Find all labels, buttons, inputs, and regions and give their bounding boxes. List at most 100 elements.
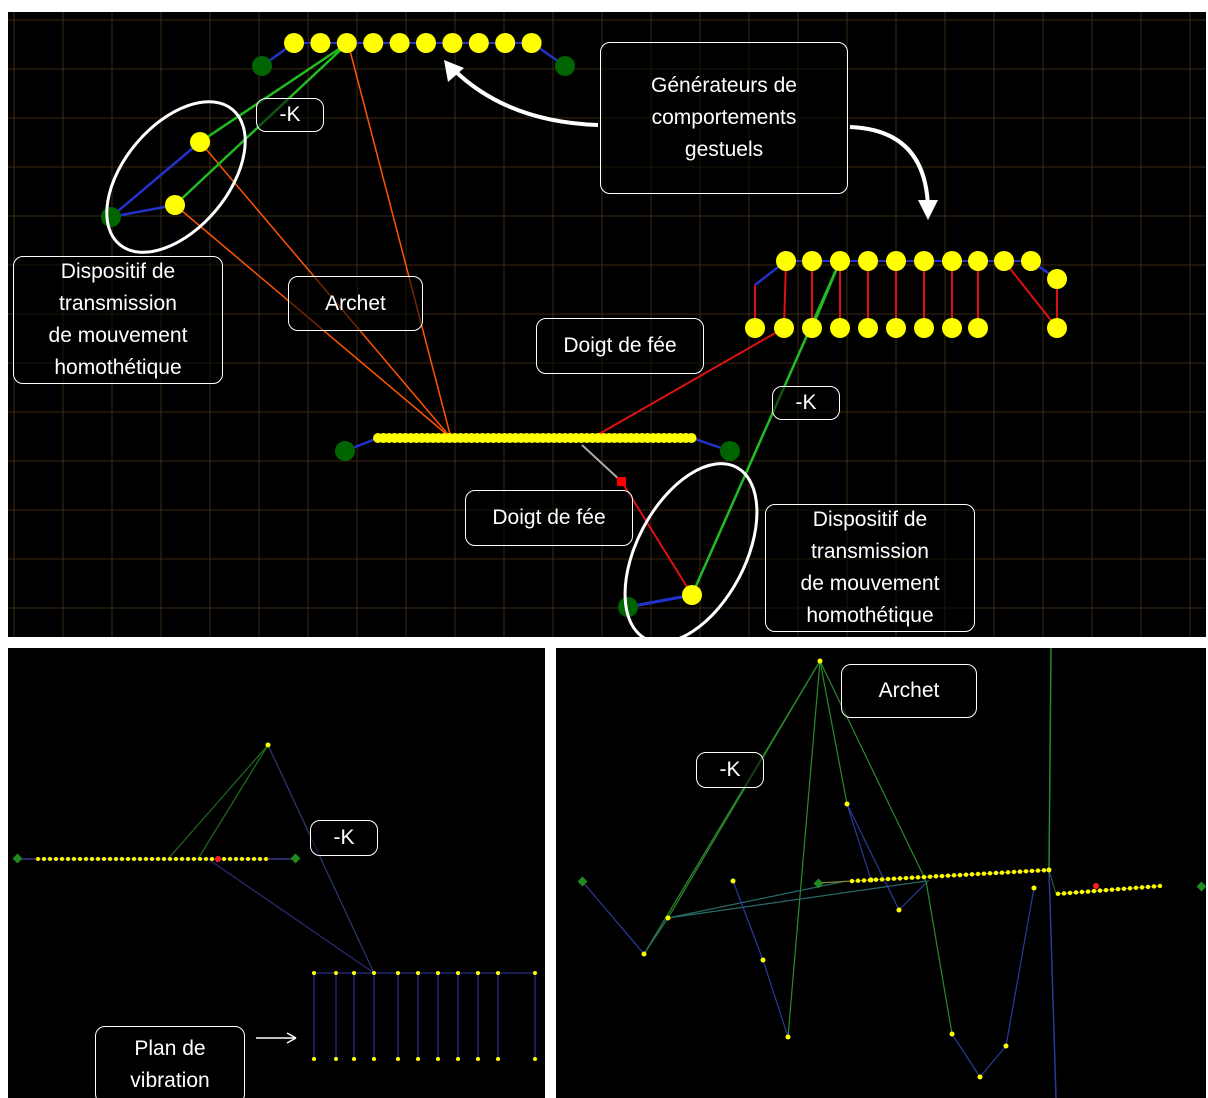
fixed-point [290, 853, 301, 864]
generator-mass [942, 318, 962, 338]
string-mass [54, 857, 58, 861]
string-mass [1145, 884, 1151, 890]
string-mass [1035, 868, 1041, 873]
label-generateurs: Générateurs de comportements gestuels [600, 42, 848, 194]
mass-point [665, 915, 671, 921]
mass-layer [101, 33, 1067, 617]
string-mass [192, 857, 196, 861]
string-mass [180, 857, 184, 861]
string-mass [885, 876, 891, 882]
generator-mass [396, 971, 400, 975]
label-minus-k: -K [696, 752, 764, 788]
string-mass [945, 873, 951, 878]
mass-layer [577, 658, 1206, 1080]
string-mass [228, 857, 232, 861]
string-mass [849, 878, 855, 884]
mass-point [641, 951, 647, 957]
string-mass [1091, 888, 1097, 894]
label-doigt-de-fee-2: Doigt de fée [465, 490, 633, 546]
string-mass [60, 857, 64, 861]
generator-mass [476, 1057, 480, 1061]
string-mass [1061, 891, 1067, 896]
bottom-left-simulation-view: -K Plan de vibration [8, 648, 545, 1098]
string-mass [909, 875, 915, 880]
label-minus-k: -K [310, 820, 378, 856]
generator-mass [533, 971, 537, 975]
finger-contact-point [215, 856, 221, 862]
string-mass [144, 857, 148, 861]
string-mass [686, 433, 697, 443]
string-mass [198, 857, 202, 861]
string-mass [258, 857, 262, 861]
generator-mass [284, 33, 304, 53]
label-minus-k-top-right: -K [772, 386, 840, 420]
string-mass [1115, 887, 1121, 892]
generator-mass [942, 251, 962, 271]
string-mass [108, 857, 112, 861]
string-mass [861, 878, 867, 883]
string-mass [855, 878, 861, 883]
generator-mass [533, 1057, 537, 1061]
generator-mass [886, 318, 906, 338]
string-mass [204, 857, 208, 861]
bow-mass [817, 658, 823, 664]
bow-link [667, 660, 821, 919]
bow-link [267, 744, 375, 974]
bow-link [1048, 648, 1052, 871]
string-mass [1103, 887, 1109, 893]
mass-point [1046, 867, 1052, 873]
string-mass [879, 877, 885, 882]
generator-mass [476, 971, 480, 975]
right-arrow-icon [256, 1032, 297, 1044]
string-mass [1073, 890, 1079, 895]
bow-link [167, 744, 269, 860]
string-mass [927, 874, 933, 879]
fixed-point [252, 56, 272, 76]
string-mass [234, 857, 238, 861]
label-plan-de-vibration: Plan de vibration [95, 1026, 245, 1098]
bow-link [979, 1045, 1007, 1078]
fixed-point [335, 441, 355, 461]
generator-mass [416, 971, 420, 975]
selection-ellipse [105, 100, 247, 254]
string-mass [1023, 869, 1029, 874]
bottom-left-diagram [12, 742, 537, 1061]
fixed-point [12, 853, 23, 864]
bow-link [643, 917, 669, 955]
arrow-layer [444, 60, 938, 220]
string-mass [132, 857, 136, 861]
string-mass [66, 857, 70, 861]
string-mass [891, 876, 897, 881]
generator-mass [372, 1057, 376, 1061]
generator-mass [774, 318, 794, 338]
bow-link [667, 880, 847, 919]
generator-mass [468, 33, 489, 53]
arrow-head-icon [918, 200, 938, 220]
label-minus-k-top-left: -K [256, 98, 324, 132]
string-mass [186, 857, 190, 861]
string-mass [1085, 889, 1091, 894]
finger-contact-point [1093, 883, 1099, 889]
string-mass [1067, 890, 1073, 896]
string-mass [1011, 869, 1017, 875]
bow-link [925, 880, 953, 1035]
generator-mass [436, 971, 440, 975]
generator-mass [858, 318, 878, 338]
generator-mass [389, 33, 410, 53]
generator-mass [495, 33, 516, 53]
generator-mass [363, 33, 384, 53]
bottom-right-diagram [577, 648, 1206, 1098]
mass-layer [12, 742, 537, 1061]
generator-mass [1047, 269, 1067, 289]
arrow-head-icon [286, 1032, 297, 1044]
string-mass [963, 872, 969, 877]
generator-mass [456, 1057, 460, 1061]
string-mass [96, 857, 100, 861]
string-mass [951, 873, 957, 878]
string-mass [993, 870, 999, 876]
mass-point [844, 801, 850, 807]
generator-mass [914, 251, 934, 271]
generator-mass [372, 971, 376, 975]
string-mass [1041, 868, 1047, 873]
label-archet: Archet [288, 276, 423, 331]
